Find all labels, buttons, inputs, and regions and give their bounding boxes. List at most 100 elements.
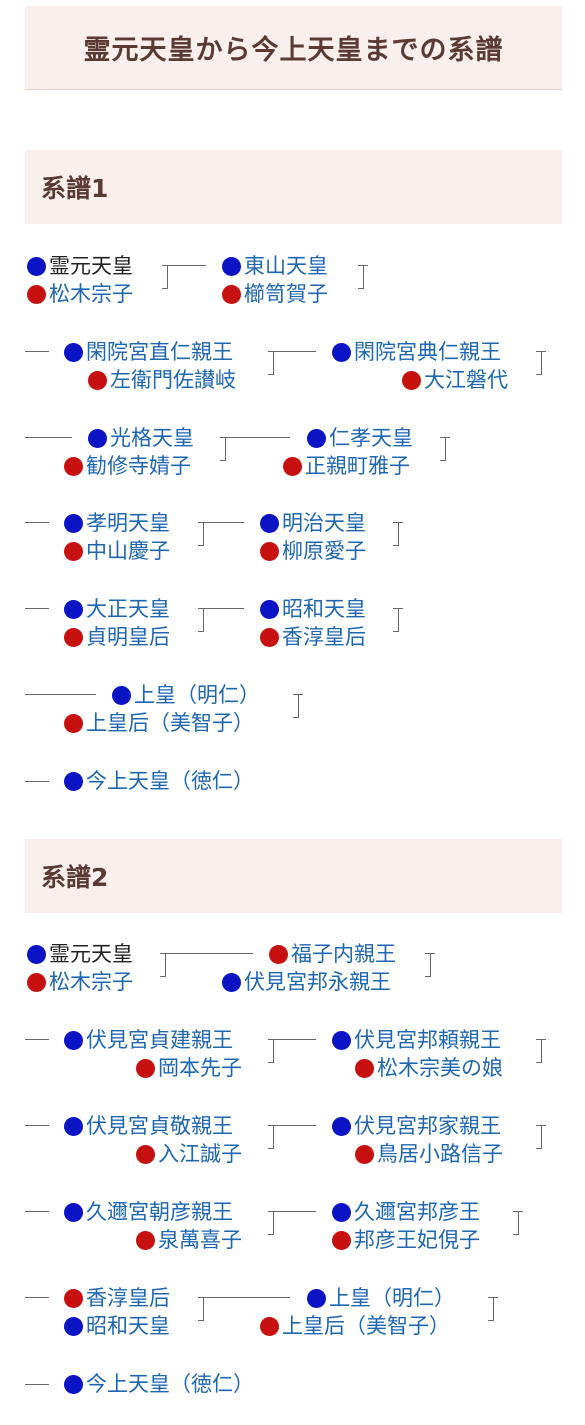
- person-kajuji-tadako[interactable]: 勧修寺婧子: [64, 452, 191, 480]
- person-name-link[interactable]: 岡本先子: [158, 1056, 242, 1080]
- person-fushimi-kuniyori[interactable]: 伏見宮邦頼親王: [332, 1026, 501, 1054]
- person-name-link[interactable]: 鳥居小路信子: [377, 1142, 503, 1166]
- female-dot-icon: [402, 370, 421, 390]
- person-name-link[interactable]: 仁孝天皇: [329, 426, 413, 450]
- female-dot-icon: [64, 627, 83, 647]
- section-heading-2-text: 系譜2: [41, 863, 109, 892]
- male-dot-icon: [332, 1116, 351, 1136]
- person-name-link[interactable]: 閑院宮直仁親王: [86, 340, 233, 364]
- lineage-bracket: [425, 953, 435, 977]
- person-showa[interactable]: 昭和天皇: [64, 1312, 170, 1340]
- person-kojun[interactable]: 香淳皇后: [260, 623, 366, 651]
- person-daughter-of-matsuki-muneyoshi[interactable]: 松木宗美の娘: [355, 1054, 503, 1082]
- person-saemonnosuke-sanuki[interactable]: 左衛門佐讃岐: [88, 366, 236, 394]
- person-taisho[interactable]: 大正天皇: [64, 595, 170, 623]
- person-name-link[interactable]: 上皇后（美智子）: [282, 1314, 450, 1338]
- person-name-link[interactable]: 松木宗美の娘: [377, 1056, 503, 1080]
- person-name-link[interactable]: 昭和天皇: [86, 1314, 170, 1338]
- male-dot-icon: [27, 944, 46, 964]
- person-name-link[interactable]: 香淳皇后: [282, 625, 366, 649]
- lineage-bracket: [160, 953, 170, 977]
- person-kanin-naohito[interactable]: 閑院宮直仁親王: [64, 338, 233, 366]
- person-komei[interactable]: 孝明天皇: [64, 509, 170, 537]
- person-yanagiwara-naruko[interactable]: 柳原愛子: [260, 537, 366, 565]
- person-name-link[interactable]: 孝明天皇: [86, 511, 170, 535]
- person-kokaku[interactable]: 光格天皇: [88, 424, 194, 452]
- person-name-link[interactable]: 大正天皇: [86, 597, 170, 621]
- person-name-link[interactable]: 東山天皇: [244, 254, 328, 278]
- person-name-link[interactable]: 正親町雅子: [305, 454, 410, 478]
- person-name-link[interactable]: 邦彦王妃俔子: [354, 1228, 480, 1252]
- person-showa[interactable]: 昭和天皇: [260, 595, 366, 623]
- person-oe-iwashiro[interactable]: 大江磐代: [402, 366, 508, 394]
- person-toriikoji-nobuko[interactable]: 鳥居小路信子: [355, 1140, 503, 1168]
- person-emperor-emeritus-akihito[interactable]: 上皇（明仁）: [307, 1284, 455, 1312]
- person-name-link[interactable]: 左衛門佐讃岐: [110, 368, 236, 392]
- person-fukuko[interactable]: 福子内親王: [269, 940, 396, 968]
- female-dot-icon: [260, 627, 279, 647]
- person-fushimi-kuninaga[interactable]: 伏見宮邦永親王: [222, 968, 391, 996]
- person-name-link[interactable]: 上皇后（美智子）: [86, 711, 254, 735]
- person-name-link[interactable]: 明治天皇: [282, 511, 366, 535]
- person-name-link[interactable]: 大江磐代: [424, 368, 508, 392]
- person-empress-emerita-michiko[interactable]: 上皇后（美智子）: [260, 1312, 450, 1340]
- lineage-bracket: [198, 1297, 208, 1321]
- person-name-link[interactable]: 柳原愛子: [282, 539, 366, 563]
- person-reigen: 霊元天皇: [27, 940, 133, 968]
- person-kushige-yoshiko[interactable]: 櫛笥賀子: [222, 280, 328, 308]
- person-name-link[interactable]: 伏見宮貞建親王: [86, 1028, 233, 1052]
- person-izumi-makiko[interactable]: 泉萬喜子: [136, 1226, 242, 1254]
- person-nakayama-yoshiko[interactable]: 中山慶子: [64, 537, 170, 565]
- person-okamoto-sakiko[interactable]: 岡本先子: [136, 1054, 242, 1082]
- lineage-line: [230, 437, 290, 438]
- person-name-link[interactable]: 上皇（明仁）: [134, 683, 260, 707]
- person-ogimachi-naoko[interactable]: 正親町雅子: [283, 452, 410, 480]
- female-dot-icon: [355, 1144, 374, 1164]
- person-fushimi-sadayoshi[interactable]: 伏見宮貞敬親王: [64, 1112, 233, 1140]
- person-meiji[interactable]: 明治天皇: [260, 509, 366, 537]
- page-title: 霊元天皇から今上天皇までの系譜: [83, 35, 504, 66]
- person-name-link[interactable]: 伏見宮邦頼親王: [354, 1028, 501, 1052]
- person-kojun[interactable]: 香淳皇后: [64, 1284, 170, 1312]
- person-irie-tomoko[interactable]: 入江誠子: [136, 1140, 242, 1168]
- person-name-link[interactable]: 勧修寺婧子: [86, 454, 191, 478]
- person-name-link[interactable]: 入江誠子: [158, 1142, 242, 1166]
- person-name-link[interactable]: 久邇宮朝彦親王: [86, 1200, 233, 1224]
- person-name-link[interactable]: 今上天皇（徳仁）: [86, 1372, 254, 1396]
- person-name-link[interactable]: 光格天皇: [110, 426, 194, 450]
- person-empress-emerita-michiko[interactable]: 上皇后（美智子）: [64, 709, 254, 737]
- person-name-link[interactable]: 櫛笥賀子: [244, 282, 328, 306]
- lineage-bracket: [220, 437, 230, 461]
- person-kuni-asahiko[interactable]: 久邇宮朝彦親王: [64, 1198, 233, 1226]
- person-name-link[interactable]: 泉萬喜子: [158, 1228, 242, 1252]
- person-kuni-kuniyoshi[interactable]: 久邇宮邦彦王: [332, 1198, 480, 1226]
- person-fushimi-kuniie[interactable]: 伏見宮邦家親王: [332, 1112, 501, 1140]
- person-kanin-sukehito[interactable]: 閑院宮典仁親王: [332, 338, 501, 366]
- person-name-link[interactable]: 香淳皇后: [86, 1286, 170, 1310]
- person-name-link[interactable]: 松木宗子: [49, 282, 133, 306]
- person-emperor-naruhito[interactable]: 今上天皇（徳仁）: [64, 767, 254, 795]
- person-teimei[interactable]: 貞明皇后: [64, 623, 170, 651]
- person-emperor-emeritus-akihito[interactable]: 上皇（明仁）: [112, 681, 260, 709]
- person-name-link[interactable]: 松木宗子: [49, 970, 133, 994]
- person-name-link[interactable]: 今上天皇（徳仁）: [86, 769, 254, 793]
- person-emperor-naruhito[interactable]: 今上天皇（徳仁）: [64, 1370, 254, 1398]
- person-chikako[interactable]: 邦彦王妃俔子: [332, 1226, 480, 1254]
- person-name-link[interactable]: 閑院宮典仁親王: [354, 340, 501, 364]
- person-higashiyama[interactable]: 東山天皇: [222, 252, 328, 280]
- person-name-link[interactable]: 伏見宮邦家親王: [354, 1114, 501, 1138]
- person-name-link[interactable]: 久邇宮邦彦王: [354, 1200, 480, 1224]
- person-name-link[interactable]: 福子内親王: [291, 942, 396, 966]
- person-name-link[interactable]: 伏見宮貞敬親王: [86, 1114, 233, 1138]
- person-name-link[interactable]: 伏見宮邦永親王: [244, 970, 391, 994]
- person-name-link[interactable]: 中山慶子: [86, 539, 170, 563]
- person-fushimi-sadatake[interactable]: 伏見宮貞建親王: [64, 1026, 233, 1054]
- person-name-link[interactable]: 上皇（明仁）: [329, 1286, 455, 1310]
- person-matsuki-muneko[interactable]: 松木宗子: [27, 280, 133, 308]
- female-dot-icon: [64, 1288, 83, 1308]
- person-ninko[interactable]: 仁孝天皇: [307, 424, 413, 452]
- person-name-link[interactable]: 昭和天皇: [282, 597, 366, 621]
- descent-line: [25, 1211, 49, 1212]
- person-matsuki-muneko[interactable]: 松木宗子: [27, 968, 133, 996]
- person-name-link[interactable]: 貞明皇后: [86, 625, 170, 649]
